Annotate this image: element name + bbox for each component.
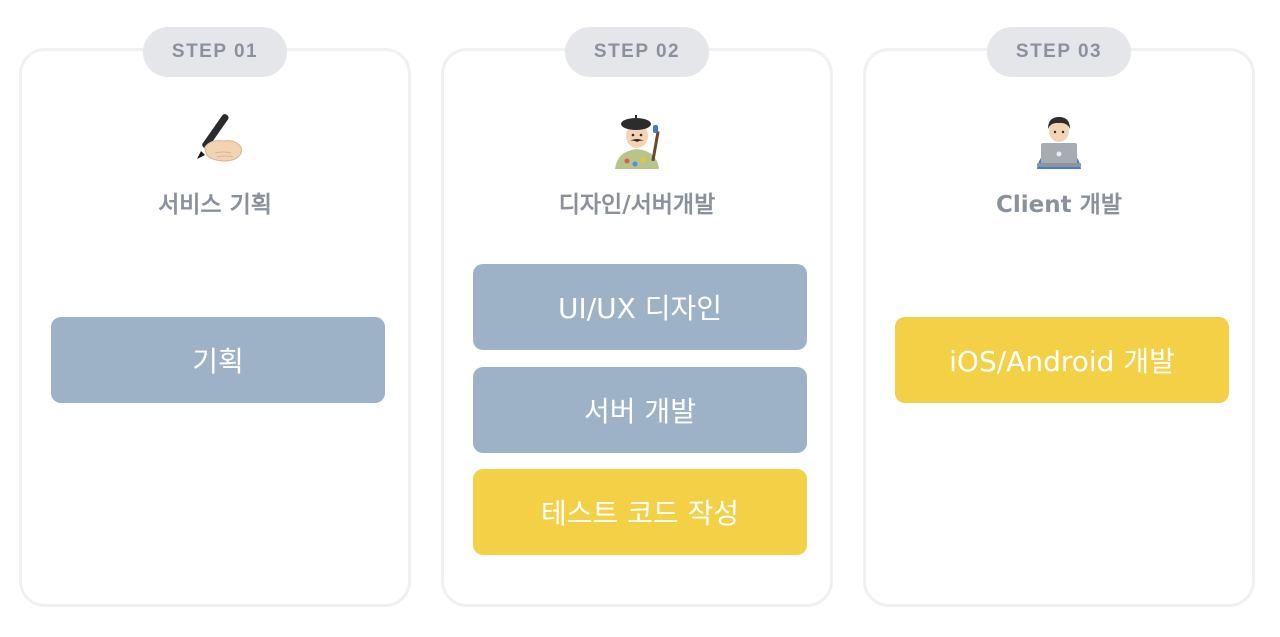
writing-hand-icon [185, 109, 245, 169]
task-test-code: 테스트 코드 작성 [473, 469, 807, 555]
step-badge: STEP 01 [143, 27, 287, 77]
step-badge: STEP 02 [565, 27, 709, 77]
technologist-icon [1029, 109, 1089, 169]
artist-icon [607, 109, 667, 169]
task-uiux-design: UI/UX 디자인 [473, 264, 807, 350]
step-card-1: STEP 01 서비스 기획 기획 [19, 27, 411, 607]
step-card-3: STEP 03 Client 개발 iOS/Android 개발 [863, 27, 1255, 607]
step-title: 디자인/서버개발 [558, 192, 716, 218]
step-title: Client 개발 [996, 192, 1122, 218]
task-server-dev: 서버 개발 [473, 367, 807, 453]
task-planning: 기획 [51, 317, 385, 403]
step-card-2: STEP 02 디자인/서버개발 UI/UX 디자인 서버 개발 테스트 코드 … [441, 27, 833, 607]
task-ios-android-dev: iOS/Android 개발 [895, 317, 1229, 403]
step-badge: STEP 03 [987, 27, 1131, 77]
step-title: 서비스 기획 [158, 192, 272, 218]
